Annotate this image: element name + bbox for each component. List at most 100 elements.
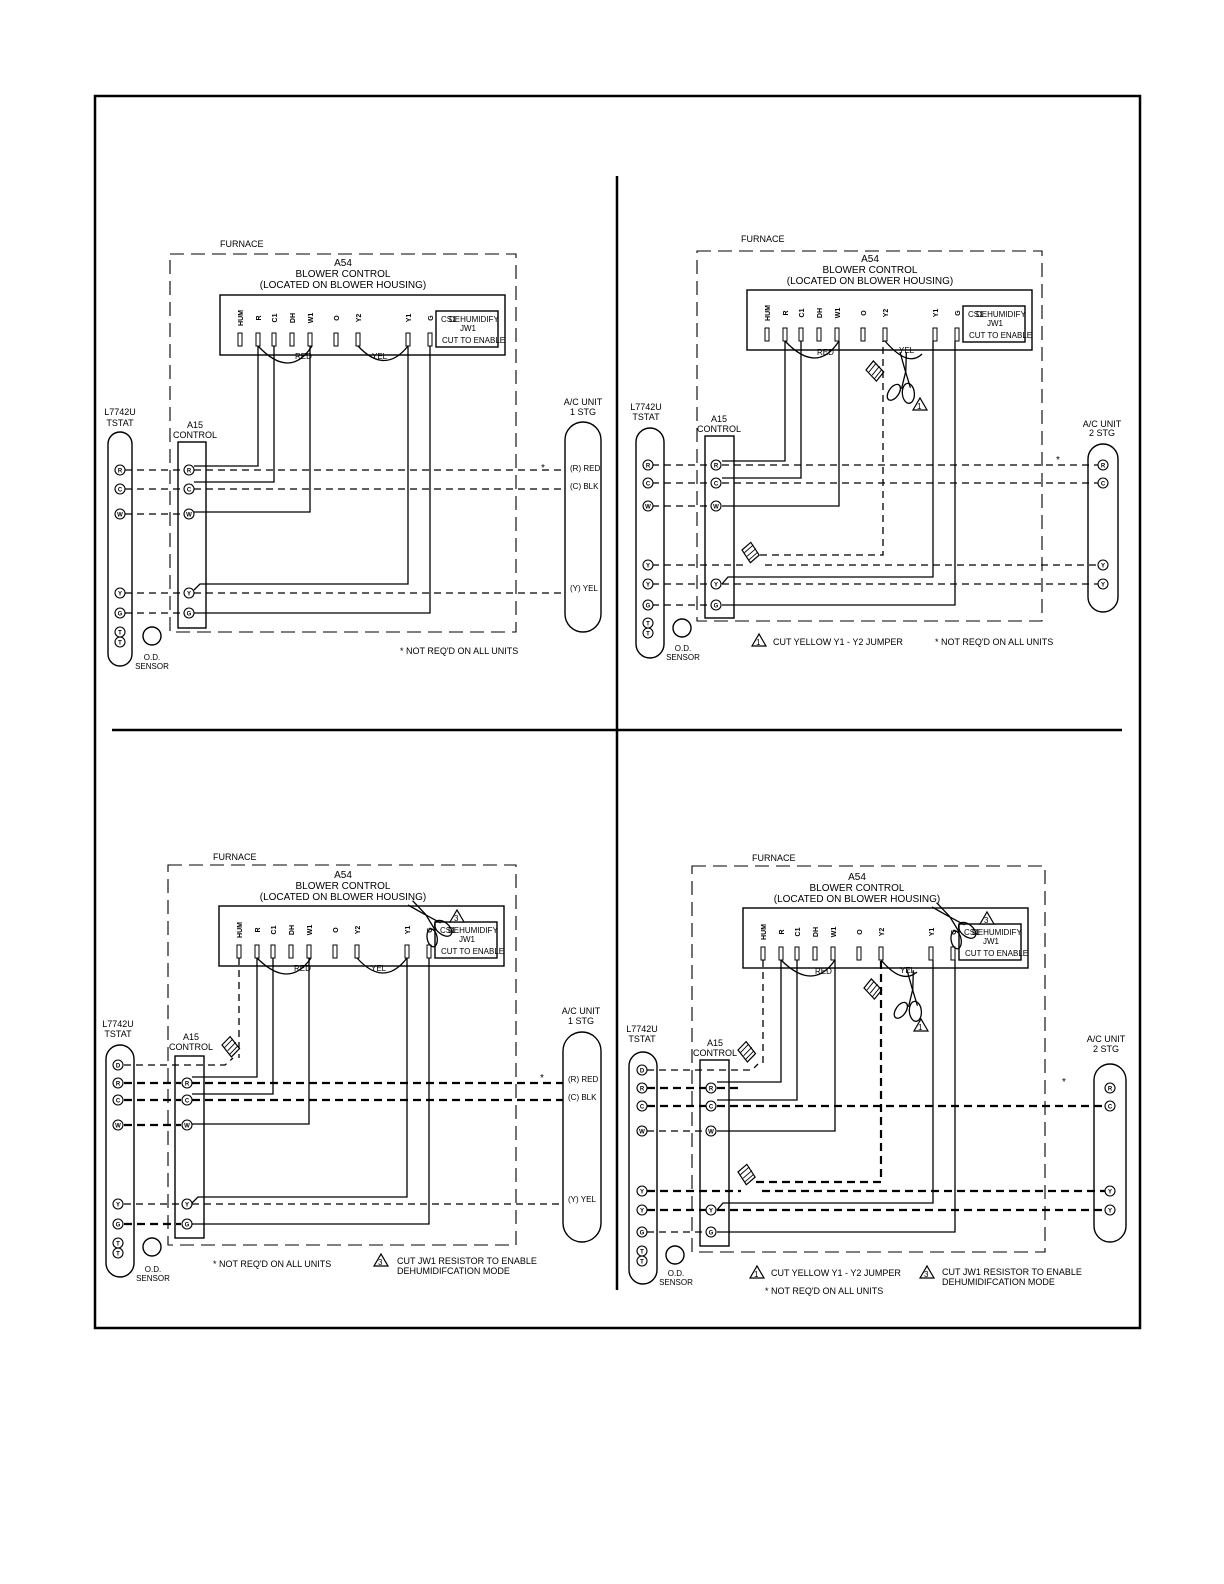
note-cut-jw1-line2: DEHUMIDIFCATION MODE [942, 1277, 1055, 1287]
terminal-c [642, 477, 654, 489]
wire-red-label: (R) RED [568, 1075, 598, 1084]
tstat-body [628, 1051, 658, 1285]
control-label: CONTROL [169, 1042, 213, 1052]
blower-terminal-label-w1: W1 [835, 308, 842, 319]
terminal-label-w: W [184, 1124, 190, 1130]
blower-terminal-label-o: O [861, 310, 868, 316]
blower-terminal-y2 [882, 327, 888, 342]
asterisk-mark: * [540, 1073, 544, 1084]
terminal-y1 [710, 578, 722, 590]
terminal-w [112, 1119, 124, 1131]
sensor-label: SENSOR [135, 662, 169, 671]
terminal-label-c: C [646, 482, 651, 488]
tstat-model-label: L7742U [626, 1024, 658, 1034]
terminal-y1 [636, 1204, 648, 1216]
blower-control-board: DEHUMIDIFY JW1 CUT TO ENABLE CS1 [218, 905, 505, 967]
blower-terminal-label-hum: HUM [761, 924, 768, 940]
tstat-model-label: L7742U [102, 1019, 134, 1029]
tstat-model-label: L7742U [630, 402, 662, 412]
wire-blk-label: (C) BLK [570, 482, 599, 491]
terminal-r [642, 459, 654, 471]
sheet-frame [93, 94, 1142, 1330]
yel-jumper-label: YEL [900, 966, 916, 975]
terminal-r [636, 1082, 648, 1094]
terminal-g [114, 607, 126, 619]
warning-number: 3 [378, 1258, 383, 1267]
ac-unit-label: A/C UNIT [562, 1006, 601, 1016]
blower-terminal-y1 [932, 327, 938, 342]
terminal-label-g: G [646, 604, 651, 610]
note-not-required: * NOT REQ'D ON ALL UNITS [765, 1286, 883, 1296]
jw1-label: JW1 [987, 319, 1004, 328]
blower-terminal-r [778, 946, 784, 961]
blower-terminal-o [333, 332, 339, 347]
terminal-w [636, 1125, 648, 1137]
terminal-r [181, 1077, 193, 1089]
blower-control-label: BLOWER CONTROL [822, 265, 917, 276]
warning-number: 3 [454, 914, 459, 923]
furnace-label: FURNACE [741, 234, 785, 244]
blower-control-label: BLOWER CONTROL [809, 883, 904, 894]
blower-terminal-r [782, 327, 788, 342]
blower-terminal-label-w1: W1 [307, 925, 314, 936]
furnace-label: FURNACE [752, 853, 796, 863]
terminal-label-y2: Y [646, 564, 650, 570]
note-not-required: * NOT REQ'D ON ALL UNITS [213, 1259, 331, 1269]
yel-jumper-label: YEL [899, 346, 915, 355]
terminal-r [710, 459, 722, 471]
terminal-label-w: W [708, 1130, 714, 1136]
ac-stage-label: 2 STG [1089, 428, 1115, 438]
blower-terminal-label-r: R [255, 927, 262, 932]
blower-terminal-y1 [928, 946, 934, 961]
terminal-label-r: R [185, 1082, 190, 1088]
terminal-label-g: G [640, 1231, 645, 1237]
terminal-label-y1: Y [646, 583, 650, 589]
od-label: O.D. [145, 1265, 161, 1274]
terminal-y2 [642, 559, 654, 571]
terminal-t [114, 636, 126, 648]
blower-terminal-label-g: G [955, 310, 962, 316]
blower-terminal-dh [812, 946, 818, 961]
blower-terminal-hum [760, 946, 766, 961]
blower-control-label: BLOWER CONTROL [295, 881, 390, 892]
located-label: (LOCATED ON BLOWER HOUSING) [787, 276, 954, 287]
terminal-label-w: W [713, 505, 719, 511]
blower-terminal-label-w1: W1 [308, 313, 315, 324]
terminal-r [1097, 459, 1109, 471]
terminal-y1 [1097, 578, 1109, 590]
blower-terminal-label-hum: HUM [765, 305, 772, 321]
od-label: O.D. [668, 1269, 684, 1278]
blower-control-board: DEHUMIDIFY JW1 CUT TO ENABLE CS1 [742, 907, 1029, 969]
tstat-model-label: L7742U [104, 407, 136, 417]
terminal-label-w: W [639, 1130, 645, 1136]
a15-label: A15 [711, 414, 727, 424]
tstat-body [107, 431, 133, 667]
blower-terminal-dh [288, 944, 294, 959]
terminal-label-t: T [116, 1252, 120, 1258]
terminal-label-t: T [116, 1242, 120, 1248]
terminal-y1 [181, 1198, 193, 1210]
terminal-label-w: W [115, 1124, 121, 1130]
terminal-label-c: C [116, 1099, 121, 1105]
terminal-label-y2: Y [640, 1190, 644, 1196]
ac-unit-body [562, 1031, 602, 1243]
blower-terminal-hum [764, 327, 770, 342]
cs1-label: CS1 [968, 310, 984, 319]
blower-terminal-label-hum: HUM [238, 310, 245, 326]
control-label: CONTROL [693, 1048, 737, 1058]
blower-terminal-label-dh: DH [817, 308, 824, 318]
panel-4-two-stage-dehum: FURNACE A54 BLOWER CONTROL (LOCATED ON B… [626, 853, 1127, 1296]
sensor-label: SENSOR [136, 1274, 170, 1283]
dehumidify-label: DEHUMIDIFY [449, 315, 499, 324]
cut-to-enable-label: CUT TO ENABLE [442, 336, 505, 345]
blower-terminal-c1 [794, 946, 800, 961]
terminal-c [112, 1094, 124, 1106]
terminal-label-g: G [187, 612, 192, 618]
furnace-label: FURNACE [213, 852, 257, 862]
warning-number: 1 [754, 1270, 759, 1279]
note-cut-jw1-line2: DEHUMIDIFCATION MODE [397, 1266, 510, 1276]
terminal-g [183, 607, 195, 619]
terminal-w [642, 500, 654, 512]
wire-blk-label: (C) BLK [568, 1093, 597, 1102]
